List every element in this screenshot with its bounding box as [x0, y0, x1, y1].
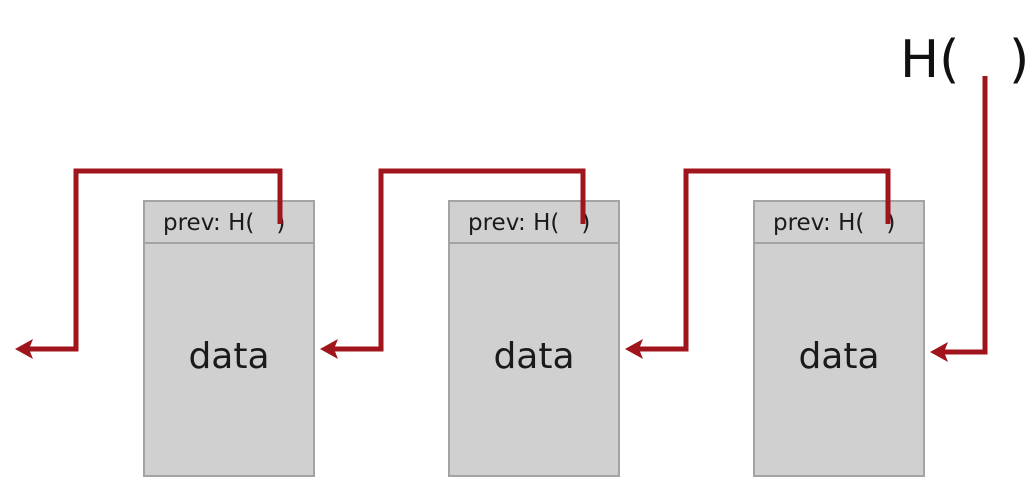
- block-1-header-prefix: prev: H(: [163, 210, 255, 236]
- pointer-arrow-block-2: [330, 168, 586, 352]
- block-1-data-label: data: [188, 336, 270, 377]
- arrowhead-block-3: [625, 339, 643, 359]
- block-2: prev: H( ) data: [448, 200, 620, 477]
- block-3-header-suffix: ): [886, 210, 896, 236]
- block-2-header-suffix: ): [581, 210, 591, 236]
- head-pointer-label: H( ): [900, 30, 1029, 90]
- block-3-header-prefix: prev: H(: [773, 210, 865, 236]
- head-pointer-prefix: H(: [900, 30, 960, 90]
- block-3-header: prev: H( ): [755, 202, 923, 244]
- block-2-header: prev: H( ): [450, 202, 618, 244]
- block-2-data-label: data: [493, 336, 575, 377]
- pointer-arrow-block-3: [635, 168, 891, 352]
- block-3-data-label: data: [798, 336, 880, 377]
- block-1: prev: H( ) data: [143, 200, 315, 477]
- block-2-header-prefix: prev: H(: [468, 210, 560, 236]
- pointer-arrow-block-1: [25, 168, 283, 352]
- arrowhead-head: [930, 342, 948, 362]
- head-pointer-suffix: ): [1008, 30, 1030, 90]
- arrowhead-block-1: [15, 339, 33, 359]
- arrowhead-block-2: [320, 339, 338, 359]
- pointer-arrow-head: [940, 76, 988, 355]
- block-3: prev: H( ) data: [753, 200, 925, 477]
